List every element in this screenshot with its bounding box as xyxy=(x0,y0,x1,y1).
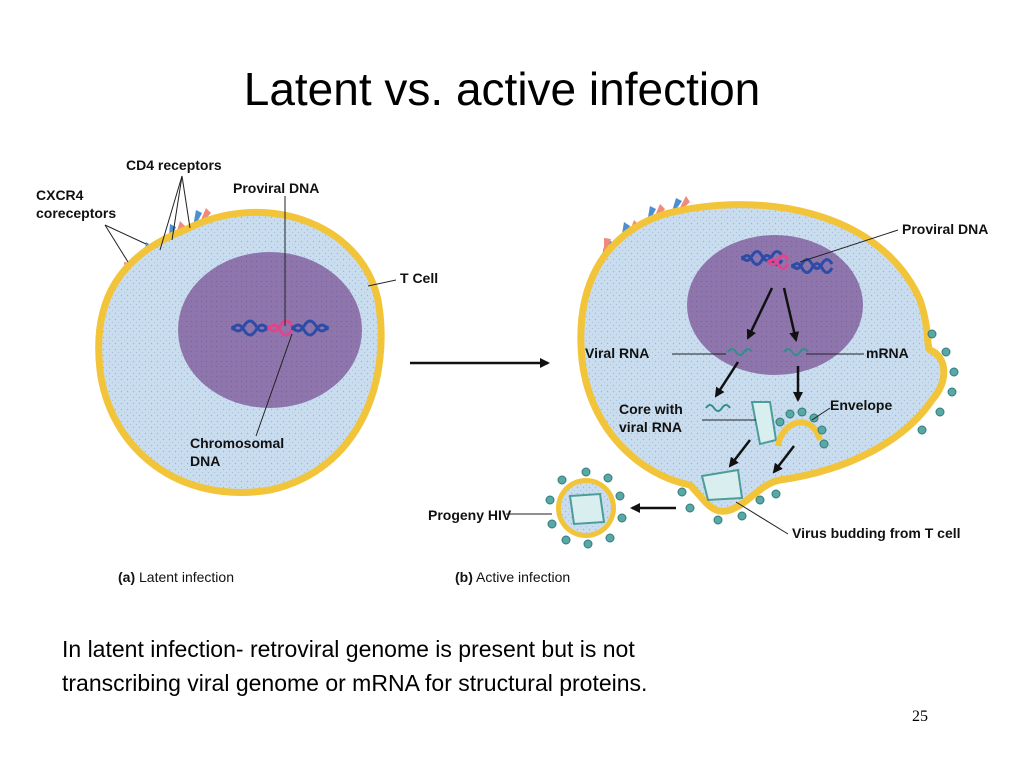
core-rna-strand xyxy=(705,404,731,412)
mrna-label: mRNA xyxy=(866,345,909,361)
envelope-label: Envelope xyxy=(830,397,892,413)
cxcr4-label: CXCR4 xyxy=(36,187,84,203)
latent-leader-lines xyxy=(104,175,397,437)
envelope-arc xyxy=(775,407,829,449)
active-caption: (b) Active infection xyxy=(455,569,570,585)
infection-diagram: CD4 receptors CXCR4 coreceptors Proviral… xyxy=(36,157,988,585)
latent-caption-letter: (a) xyxy=(118,569,135,585)
budding-virion-core xyxy=(700,468,744,502)
core-viral-rna-label: viral RNA xyxy=(619,419,682,435)
active-leader-lines xyxy=(506,229,899,535)
t-cell-label: T Cell xyxy=(400,270,438,286)
active-caption-text: Active infection xyxy=(476,569,570,585)
active-nucleus xyxy=(687,235,863,375)
latent-caption: (a) Latent infection xyxy=(118,569,234,585)
chromosomal-dna-label: DNA xyxy=(190,453,220,469)
viral-rna-strand xyxy=(727,348,753,356)
coreceptors-label: coreceptors xyxy=(36,205,116,221)
core-with-label: Core with xyxy=(619,401,683,417)
active-flow-arrows xyxy=(714,287,803,474)
active-dna xyxy=(740,250,834,274)
page-number: 25 xyxy=(912,708,928,725)
viral-rna-label: Viral RNA xyxy=(585,345,649,361)
active-cell: Proviral DNA Viral RNA mRNA Core with vi… xyxy=(428,196,988,585)
slide-title: Latent vs. active infection xyxy=(243,63,761,115)
progeny-hiv-virion xyxy=(545,467,627,549)
latent-cell: CD4 receptors CXCR4 coreceptors Proviral… xyxy=(36,157,438,585)
progeny-hiv-label: Progeny HIV xyxy=(428,507,512,523)
latent-dna xyxy=(230,319,330,337)
caption-line-2: transcribing viral genome or mRNA for st… xyxy=(62,670,648,696)
active-proviral-dna-label: Proviral DNA xyxy=(902,221,988,237)
mrna-strand xyxy=(783,348,809,356)
latent-proviral-dna-label: Proviral DNA xyxy=(233,180,319,196)
active-caption-letter: (b) xyxy=(455,569,473,585)
virus-budding-label: Virus budding from T cell xyxy=(792,525,961,541)
surface-glycoproteins xyxy=(677,329,959,525)
cd4-receptors-label: CD4 receptors xyxy=(126,157,222,173)
caption-line-1: In latent infection- retroviral genome i… xyxy=(62,636,635,662)
viral-core xyxy=(750,401,778,446)
chromosomal-label: Chromosomal xyxy=(190,435,284,451)
latent-caption-text: Latent infection xyxy=(139,569,234,585)
slide-caption: In latent infection- retroviral genome i… xyxy=(62,632,922,700)
